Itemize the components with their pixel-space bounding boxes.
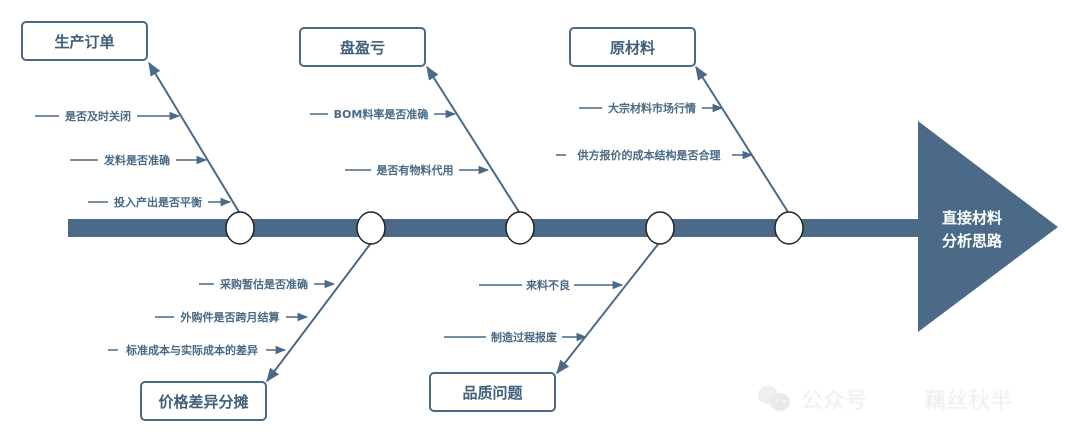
category-label: 生产订单 <box>54 33 114 51</box>
junction-node <box>505 211 535 245</box>
category-box[interactable] <box>569 27 696 67</box>
category-label: 价格差异分摊 <box>158 393 248 411</box>
head-title-line2: 分析思路 <box>942 232 1003 250</box>
watermark: 公众号 藕丝秋半 <box>758 386 1012 414</box>
cause-label: 外购件是否跨月结算 <box>180 310 280 324</box>
watermark-name: 藕丝秋半 <box>924 389 1012 414</box>
category-box[interactable] <box>429 372 556 412</box>
cause-label: 供方报价的成本结构是否合理 <box>577 148 721 162</box>
junction-node <box>645 211 675 245</box>
cause-label: 是否及时关闭 <box>64 109 131 123</box>
cause-label: 制造过程报废 <box>491 330 557 344</box>
fish-head: 直接材料 分析思路 <box>918 121 1058 332</box>
bone-line <box>426 65 520 213</box>
category-label: 原材料 <box>610 39 655 57</box>
cause-label: 投入产出是否平衡 <box>114 195 202 209</box>
category-box[interactable] <box>21 21 148 61</box>
bone-line <box>266 242 372 383</box>
cause-label: 是否有物料代用 <box>376 163 454 177</box>
bone-line <box>556 242 660 375</box>
junction-node <box>356 211 386 245</box>
spine <box>68 219 918 237</box>
cause-label: 大宗材料市场行情 <box>608 101 696 115</box>
cause-label: 来料不良 <box>525 278 570 292</box>
junction-nodes <box>225 211 804 245</box>
cause-label: BOM料率是否准确 <box>334 107 429 121</box>
branch-production-order: 生产订单 是否及时关闭 发料是否准确 投入产出是否平衡 <box>21 21 240 213</box>
category-label: 盘盈亏 <box>340 39 385 57</box>
branch-inventory-variance: 盘盈亏 BOM料率是否准确 是否有物料代用 <box>299 27 520 213</box>
cause-label: 标准成本与实际成本的差异 <box>125 343 258 357</box>
head-triangle <box>918 121 1058 332</box>
watermark-prefix: 公众号 <box>801 389 867 414</box>
category-box[interactable] <box>299 27 426 67</box>
wechat-icon <box>758 386 790 411</box>
junction-node <box>774 211 804 245</box>
bone-line <box>695 65 789 213</box>
cause-label: 发料是否准确 <box>103 153 170 167</box>
branch-price-variance-allocation: 价格差异分摊 采购暂估是否准确 外购件是否跨月结算 标准成本与实际成本的差异 <box>108 242 372 421</box>
head-title-line1: 直接材料 <box>942 209 1002 227</box>
bone-line <box>148 61 240 213</box>
cause-label: 采购暂估是否准确 <box>219 277 308 291</box>
branch-raw-material: 原材料 大宗材料市场行情 供方报价的成本结构是否合理 <box>556 27 789 213</box>
category-label: 品质问题 <box>462 384 523 402</box>
branch-quality-issue: 品质问题 来料不良 制造过程报废 <box>429 242 660 412</box>
category-box[interactable] <box>140 381 267 421</box>
junction-node <box>225 211 255 245</box>
